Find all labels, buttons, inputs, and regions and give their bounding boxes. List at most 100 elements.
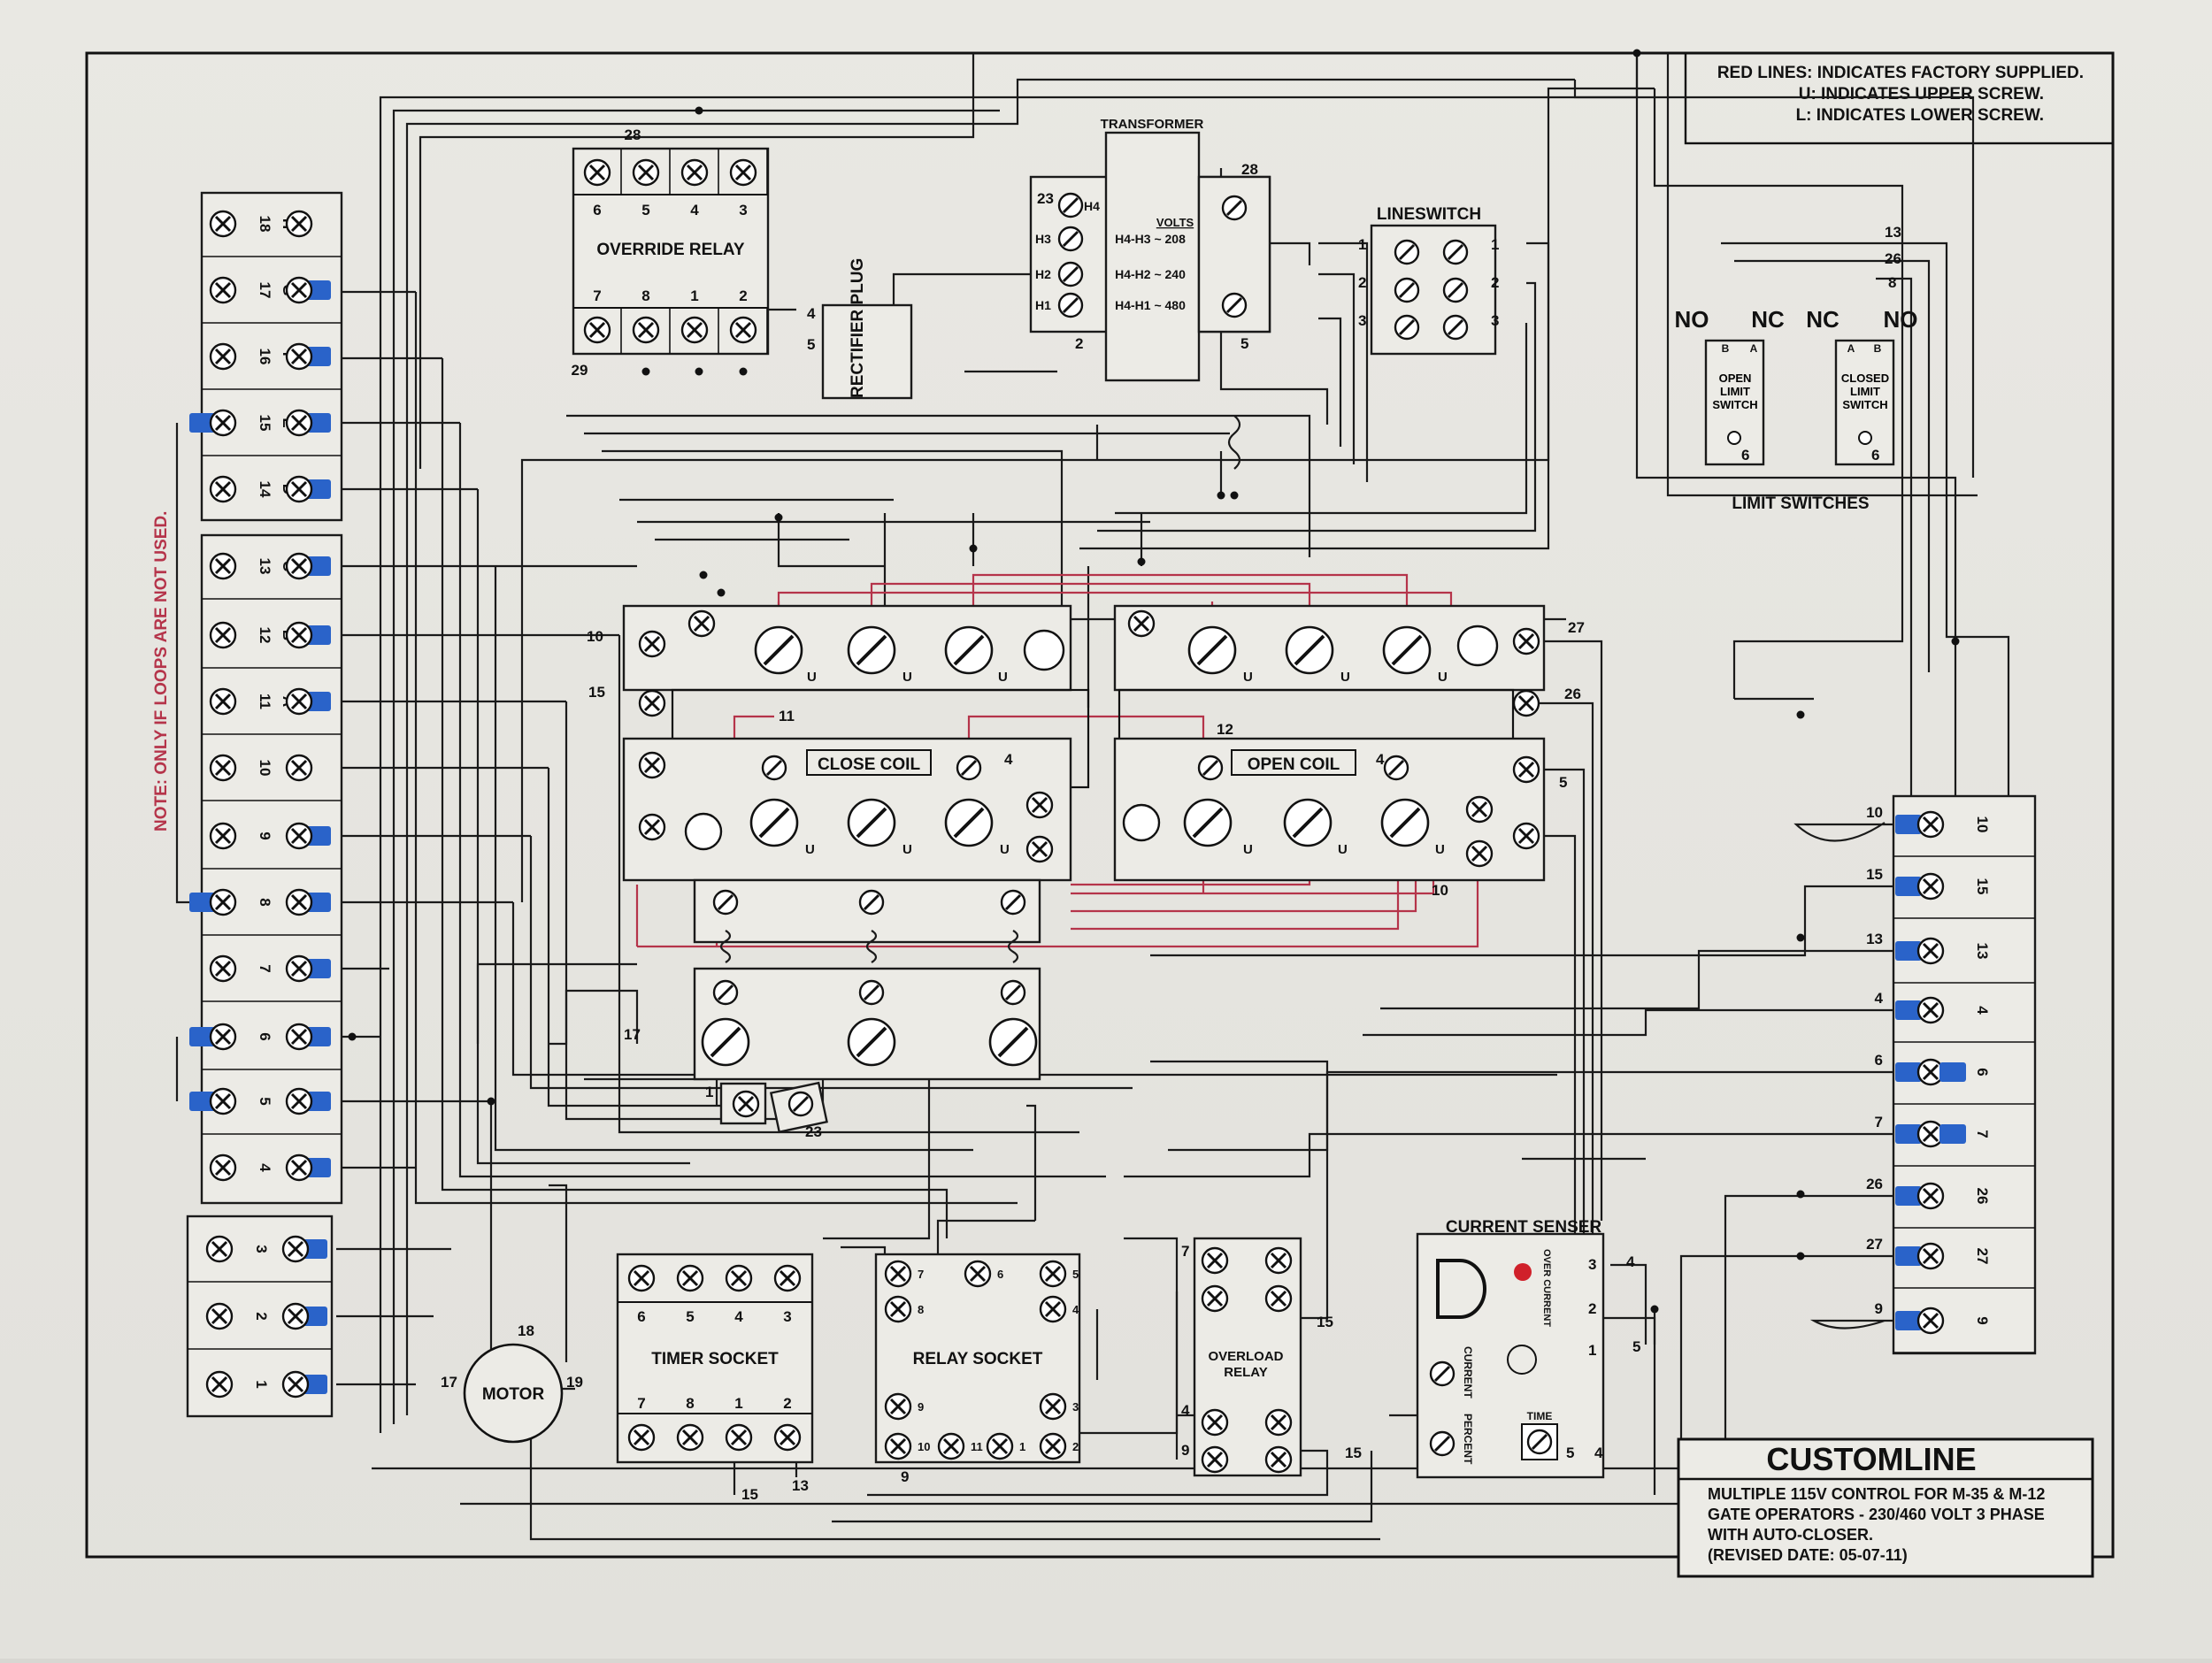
left-terminal-screw xyxy=(285,552,313,580)
relay-socket-screw xyxy=(1039,1392,1067,1421)
u-mark: U xyxy=(805,842,815,857)
left-terminal-screw xyxy=(285,475,313,503)
legend-upper: U: INDICATES UPPER SCREW. xyxy=(1799,85,2044,103)
blue-lug xyxy=(1895,1246,1922,1266)
timer-wire-13: 13 xyxy=(792,1477,809,1494)
timer-socket-screw xyxy=(725,1423,753,1452)
transformer-volt-480: H4-H1 ~ 480 xyxy=(1115,298,1186,312)
u-mark: U xyxy=(902,670,912,685)
transformer: TRANSFORMER VOLTS H4-H3 ~ 208 H4-H2 ~ 24… xyxy=(1029,117,1271,470)
ct-wire-15: 15 xyxy=(588,684,605,701)
left-terminal-screw xyxy=(285,822,313,850)
ls-wire-8: 8 xyxy=(1888,274,1896,291)
transformer-volt-208: H4-H3 ~ 208 xyxy=(1115,232,1186,246)
blue-lug xyxy=(1895,815,1922,834)
rectifier-pin-4: 4 xyxy=(807,305,816,322)
aux-contact-screw xyxy=(638,689,666,717)
left-terminal-number: 9 xyxy=(257,832,273,839)
limit-switches-title: LIMIT SWITCHES xyxy=(1732,494,1869,513)
cs-pin-1: 1 xyxy=(1588,1342,1596,1359)
u-mark: U xyxy=(1243,842,1253,857)
right-terminal-wire-label: 7 xyxy=(1875,1114,1883,1130)
u-mark: U xyxy=(902,842,912,857)
legend-red-lines: RED LINES: INDICATES FACTORY SUPPLIED. xyxy=(1717,64,2084,82)
overload-wire-9: 9 xyxy=(1181,1442,1189,1459)
right-terminal-number: 15 xyxy=(1974,878,1991,895)
ct-wire-10b: 10 xyxy=(1432,882,1448,899)
aux-contact-screw xyxy=(1127,609,1156,638)
left-terminal-screw xyxy=(209,342,237,371)
transformer-title: TRANSFORMER xyxy=(1101,117,1204,132)
relay-socket-title: RELAY SOCKET xyxy=(913,1350,1043,1368)
timer-socket-title: TIMER SOCKET xyxy=(651,1350,779,1368)
right-terminal-wire-label: 26 xyxy=(1866,1176,1883,1192)
transformer-tap-h2: H2 xyxy=(1035,267,1051,281)
timer-socket-screw xyxy=(773,1423,802,1452)
right-terminal-screw xyxy=(1916,810,1945,839)
relay-socket-screw xyxy=(986,1432,1014,1460)
relay-socket-pin: 6 xyxy=(997,1268,1003,1281)
timer-socket-pin: 5 xyxy=(686,1308,694,1325)
ct-wire-4a: 4 xyxy=(1004,751,1013,768)
overload-title-1: OVERLOAD xyxy=(1208,1349,1283,1364)
right-terminal-screw xyxy=(1916,1120,1945,1148)
left-terminal-screw xyxy=(209,552,237,580)
right-terminal-wire-label: 27 xyxy=(1866,1236,1883,1253)
rectifier-plug: RECTIFIER PLUG 4 5 xyxy=(807,258,913,400)
blue-lug xyxy=(1895,1311,1922,1330)
override-relay-screw xyxy=(680,316,709,344)
aux-contact-screw xyxy=(638,751,666,779)
ct-wire-17: 17 xyxy=(624,1026,641,1043)
override-relay-pin: 5 xyxy=(641,202,649,218)
relay-socket-pin: 4 xyxy=(1072,1303,1079,1316)
override-relay-pin: 7 xyxy=(593,287,601,304)
relay-socket-screw xyxy=(884,1260,912,1288)
left-terminal-screw xyxy=(209,1153,237,1182)
close-coil-label: CLOSE COIL xyxy=(818,755,921,774)
u-mark: U xyxy=(1438,670,1448,685)
right-terminal-screw xyxy=(1916,1307,1945,1335)
cs-pin-4: 4 xyxy=(1626,1253,1635,1270)
left-terminal-screw xyxy=(285,954,313,983)
right-terminal-number: 4 xyxy=(1974,1006,1991,1015)
override-relay-screw xyxy=(729,158,757,187)
left-terminal-number: 5 xyxy=(257,1097,273,1105)
title-line-2: GATE OPERATORS - 230/460 VOLT 3 PHASE xyxy=(1708,1506,2045,1523)
ls-nc-2: NC xyxy=(1806,306,1839,333)
override-relay-screw xyxy=(729,316,757,344)
timer-wire-15: 15 xyxy=(741,1486,758,1503)
left-terminal-screw xyxy=(281,1235,310,1263)
overload-wire-15b: 15 xyxy=(1345,1445,1362,1461)
left-terminal-screw xyxy=(285,687,313,716)
left-terminal-screw xyxy=(209,210,237,238)
lineswitch-l3: 3 xyxy=(1358,312,1366,329)
legend-lower: L: INDICATES LOWER SCREW. xyxy=(1796,106,2044,125)
aux-contact-screw xyxy=(1465,839,1494,868)
ls-com-1: 6 xyxy=(1741,447,1749,464)
right-terminal-wire-label: 9 xyxy=(1875,1300,1883,1317)
ct-wire-11: 11 xyxy=(779,708,795,724)
left-terminal-number: 18 xyxy=(257,216,273,233)
left-terminal-number: 8 xyxy=(257,898,273,906)
blue-lug xyxy=(1895,877,1922,896)
override-relay-pin: 6 xyxy=(593,202,601,218)
override-relay-pin: 8 xyxy=(641,287,649,304)
left-terminal-screw xyxy=(205,1302,234,1330)
lineswitch-r2: 2 xyxy=(1491,274,1499,291)
title-line-1: MULTIPLE 115V CONTROL FOR M-35 & M-12 xyxy=(1708,1485,2045,1503)
ct-wire-27: 27 xyxy=(1568,619,1585,636)
right-terminal-screw xyxy=(1916,872,1945,900)
timer-socket-pin: 2 xyxy=(783,1395,791,1412)
current-label: CURRENT xyxy=(1462,1346,1474,1399)
transformer-tap-h1: H1 xyxy=(1035,298,1051,312)
wiring-traces xyxy=(175,53,2015,1541)
relay-socket-pin: 8 xyxy=(918,1303,924,1316)
right-terminal-screw xyxy=(1916,1182,1945,1210)
ls-a-2: A xyxy=(1847,342,1855,355)
junction-dots xyxy=(348,49,1960,1314)
lineswitch-r3: 3 xyxy=(1491,312,1499,329)
outer-frame xyxy=(85,51,2115,1559)
percent-label: PERCENT xyxy=(1462,1414,1474,1465)
motor: MOTOR 17 18 19 xyxy=(441,1322,583,1444)
